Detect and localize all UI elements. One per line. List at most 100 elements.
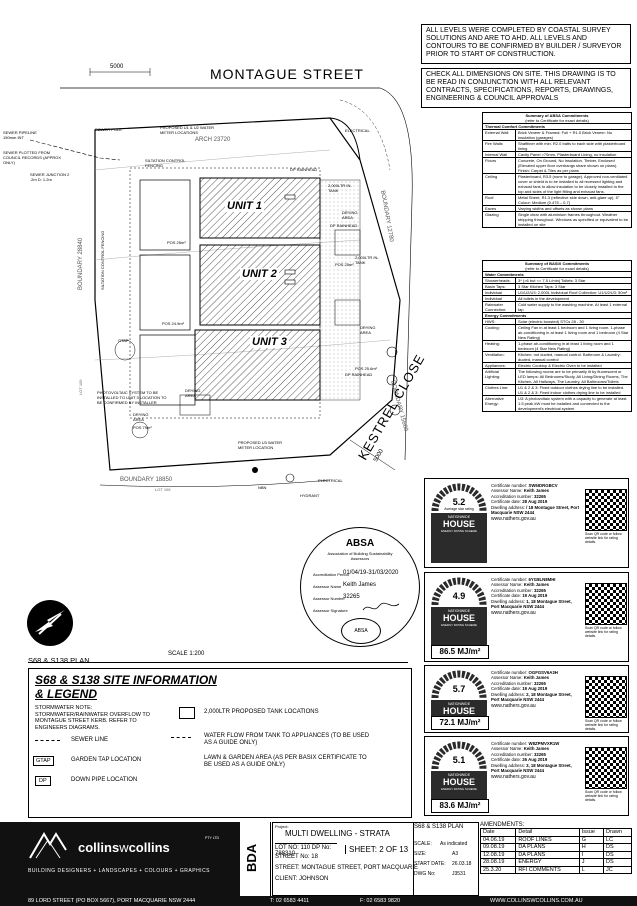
cert-website: www.nathers.gov.au xyxy=(491,774,536,781)
start-value: 26.03.18 xyxy=(452,861,472,867)
absa-period: 01/04/19-31/03/2020 xyxy=(343,570,399,576)
energy-value: U3: A photovoltaic system with a capacit… xyxy=(515,395,632,412)
absa-number: 32265 xyxy=(343,594,360,600)
legend-box: S68 & S138 SITE INFORMATION & LEGEND STO… xyxy=(28,668,412,818)
street-name-top: MONTAGUE STREET xyxy=(210,66,364,82)
legend-garden-tap: GARDEN TAP LOCATION xyxy=(71,757,142,763)
absa-value: Cavity Panel >70mm, Plasterboard Lining,… xyxy=(515,151,632,158)
cert-number-label: Certificate number: xyxy=(491,483,528,488)
absa-summary: Summary of ABSA Commitments(refer to Cer… xyxy=(482,112,632,228)
amendment-cell: DA PLANS xyxy=(515,843,580,852)
energy-value: Ceiling Fan in at least 1 bedroom and 1 … xyxy=(515,324,632,341)
qr-code-icon[interactable] xyxy=(585,747,627,789)
stormwater-note: STORMWATER NOTE: STORMWATER/RAINWATER OV… xyxy=(35,705,150,731)
house-label: HOUSE xyxy=(442,519,475,529)
qr-scan-text: Scan QR code or follow website link for … xyxy=(585,626,622,639)
energy-label: Clothes Line: xyxy=(482,384,516,396)
qr-code-icon[interactable] xyxy=(585,676,627,718)
siltation-vertical-label: SILTATION CONTROL FENCING xyxy=(100,230,105,290)
absa-value: Shaftliner with min. R2.0 batts to each … xyxy=(515,140,632,152)
cert-address-label: Dwelling address: xyxy=(491,504,525,510)
cert-website: www.nathers.gov.au xyxy=(491,610,536,617)
amend-header-drawn: Drawn xyxy=(603,828,632,837)
amend-header-issue: Issue xyxy=(578,828,605,837)
cert-assessor: Keith James xyxy=(523,675,550,681)
amendment-cell: J xyxy=(578,858,605,867)
drying-area-1: DRYING AREA xyxy=(342,210,358,220)
boundary-bottom: BOUNDARY 18850 xyxy=(120,477,173,483)
dwg-label: DWG No: xyxy=(414,871,436,877)
downpipe-icon: DP xyxy=(35,776,51,786)
star-rating-value: 4.9 xyxy=(452,591,466,601)
cert-website: www.nathers.gov.au xyxy=(491,516,536,523)
site-plan-drawing xyxy=(29,68,413,487)
cert-accreditation: 32265 xyxy=(534,493,546,499)
cert-assessor-label: Assessor Name: xyxy=(491,582,523,588)
cert-date: 19 Aug 2019 xyxy=(522,686,548,692)
gtap-label: GTAP xyxy=(118,338,129,343)
energy-label: ENERGY RATING SCHEME xyxy=(441,623,477,627)
qr-code-icon[interactable] xyxy=(585,489,627,531)
qr-code-icon[interactable] xyxy=(585,583,627,625)
size-label: SIZE: xyxy=(414,851,427,857)
qr-scan-text: Scan QR code or follow website link for … xyxy=(585,790,622,803)
street-address: STREET: MONTAGUE STREET, PORT MACQUARIE xyxy=(275,865,419,871)
cert-accreditation: 32265 xyxy=(534,680,546,686)
amendment-cell: RFI COMMENTS xyxy=(515,865,580,874)
nationwide-label: NATIONWIDE xyxy=(447,515,471,519)
absa-label: Fire Walls xyxy=(482,140,516,152)
sewer-junction-label: SEWER JUNCTION 2 .2m D: 1.2m xyxy=(30,172,70,182)
sewer-pipeline-label: SEWER PIPELINE 150mm INT xyxy=(3,130,37,140)
amendment-cell: 28.08.19 xyxy=(479,858,517,867)
qr-scan-text: Scan QR code or follow website link for … xyxy=(585,719,622,732)
sewer-line-icon xyxy=(35,740,60,741)
amend-header-detail: Detail xyxy=(515,828,580,837)
start-label: START DATE: xyxy=(414,861,446,867)
lot-bottom-label: LOT 105 xyxy=(155,487,171,492)
star-rating-badge: 5.7 NATIONWIDE HOUSE ENERGY RATING SCHEM… xyxy=(429,670,489,730)
footer-strip: 89 LORD STREET (PO BOX 5667), PORT MACQU… xyxy=(0,896,637,906)
qr-scan-text: Scan QR code or follow website link for … xyxy=(585,532,622,545)
absa-subtitle: (refer to Certificate for exact details) xyxy=(525,118,589,123)
cert-number-label: Certificate number: xyxy=(491,670,528,675)
check-note-box: CHECK ALL DIMENSIONS ON SITE. THIS DRAWI… xyxy=(421,68,631,108)
house-label: HOUSE xyxy=(442,777,475,787)
cert-date: 28 Aug 2019 xyxy=(522,499,548,505)
amendment-cell: 12.08.19 xyxy=(479,850,517,859)
amendment-cell: H xyxy=(578,843,605,852)
house-label: HOUSE xyxy=(442,706,475,716)
amendment-cell: 04.06.19 xyxy=(479,835,517,844)
nationwide-label: NATIONWIDE xyxy=(447,609,471,613)
cert-date: 19 Aug 2019 xyxy=(522,593,548,599)
company-logo: collinswcollins PTY LTD BUILDING DESIGNE… xyxy=(0,822,240,896)
nationwide-label: NATIONWIDE xyxy=(447,702,471,706)
certificate-info: Certificate number: OGFGSV6A3H Assessor … xyxy=(491,670,581,710)
amendment-cell: LC xyxy=(603,835,632,844)
bda-text: BDA xyxy=(244,843,259,872)
tank-symbol-icon xyxy=(179,707,195,719)
cert-accreditation: 32265 xyxy=(534,751,546,757)
absa-stamp-brand-sub: Association of Building Sustainability A… xyxy=(327,551,393,561)
water-value: U1/U2/U3: 2,000L Individual Roof Collect… xyxy=(515,289,632,296)
arch-dimension: ARCH 23720 xyxy=(195,137,231,143)
bda-logo: BDA xyxy=(240,822,271,896)
water-value: Cold water supply to the washing machine… xyxy=(515,301,632,313)
star-rating-gauge-icon xyxy=(431,741,487,770)
energy-label: Heating: xyxy=(482,340,516,352)
unit-1-label: UNIT 1 xyxy=(225,200,264,212)
mj-value: 86.5 MJ/m² xyxy=(431,645,489,659)
house-label: HOUSE xyxy=(442,613,475,623)
basix-summary: Summary of BASIX Commitments(refer to Ce… xyxy=(482,260,632,412)
client-name: CLIENT: JOHNSON xyxy=(275,876,329,882)
absa-stamp-brand: ABSA xyxy=(345,538,375,549)
sheet-info: S68 & S138 PLAN SCALE: As indicated SIZE… xyxy=(412,822,479,896)
company-website[interactable]: WWW.COLLINSWCOLLINS.COM.AU xyxy=(490,898,583,904)
cert-accreditation: 32265 xyxy=(534,587,546,593)
star-rating-gauge-icon xyxy=(431,483,487,512)
mj-value: 72.1 MJ/m² xyxy=(431,716,489,730)
nbn-label: NBN xyxy=(258,485,267,490)
dim-5000-top: 5000 xyxy=(110,64,124,70)
